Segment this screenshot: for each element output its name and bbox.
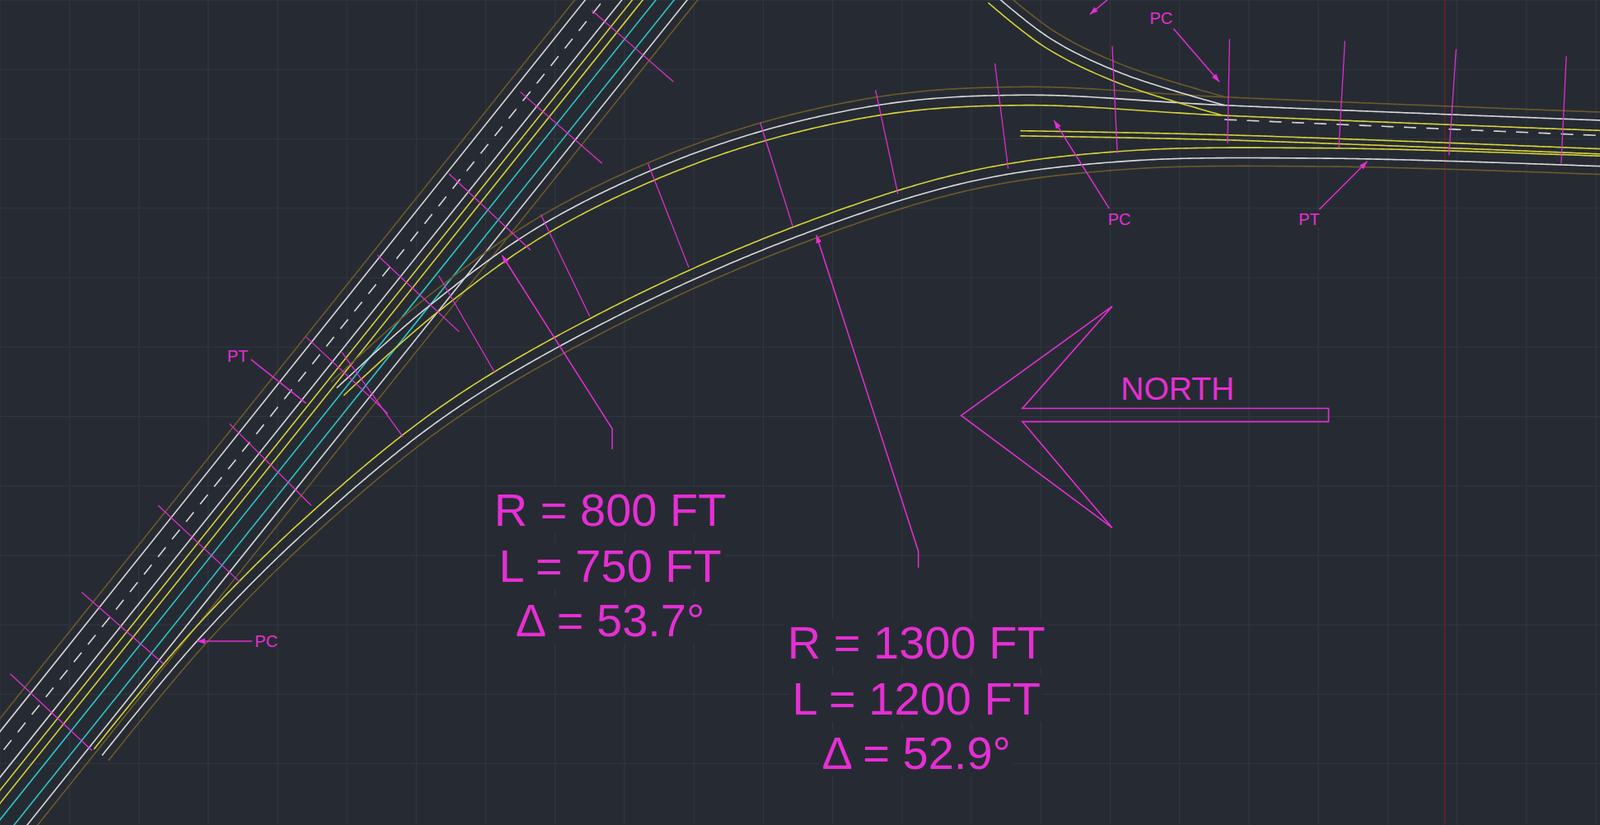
grid-line bbox=[1456, 0, 1458, 825]
station-tick bbox=[1338, 41, 1345, 149]
grid-line bbox=[0, 416, 1600, 417]
grid-line bbox=[0, 277, 1600, 279]
lane-line bbox=[1000, 0, 1227, 98]
station-tick bbox=[81, 591, 164, 664]
curve-data: Δ = 53.7° bbox=[513, 597, 708, 644]
grid-line bbox=[623, 0, 625, 825]
grid-line bbox=[346, 0, 348, 825]
station-tick bbox=[1561, 56, 1567, 164]
leader-line bbox=[501, 255, 613, 450]
lane-line bbox=[0, 0, 871, 825]
station-tick bbox=[229, 423, 312, 506]
station-tick bbox=[306, 336, 389, 414]
lane-line bbox=[0, 0, 854, 825]
station-tick bbox=[760, 122, 794, 227]
lane-line bbox=[336, 94, 1600, 389]
grid-line bbox=[1248, 0, 1250, 825]
curve-point-label: PC bbox=[1105, 210, 1134, 228]
station-tick bbox=[1227, 38, 1230, 143]
grid-line bbox=[0, 0, 1, 825]
lane-line bbox=[0, 0, 922, 825]
grid-line bbox=[276, 0, 278, 825]
curve-data: R = 1300 FT bbox=[785, 619, 1048, 666]
curve-point-label: PT bbox=[224, 347, 252, 365]
grid-line bbox=[762, 0, 764, 825]
lane-line bbox=[1020, 130, 1600, 150]
grid-line bbox=[1178, 0, 1180, 825]
curve-data: R = 800 FT bbox=[491, 486, 730, 534]
lane-line bbox=[0, 0, 895, 825]
grid-line bbox=[0, 554, 1600, 556]
station-tick bbox=[647, 163, 689, 267]
lane-line bbox=[331, 86, 1600, 382]
curve-point-label: PC bbox=[252, 632, 281, 650]
grid-line bbox=[0, 69, 1600, 71]
leader-line bbox=[1090, 0, 1108, 15]
lane-line bbox=[343, 105, 1600, 396]
lane-line bbox=[1224, 119, 1600, 136]
station-tick bbox=[520, 92, 603, 164]
grid-line bbox=[554, 0, 556, 825]
curve-data: L = 1200 FT bbox=[789, 675, 1043, 722]
curve-point-label: PC bbox=[1147, 9, 1176, 27]
grid-line bbox=[69, 0, 71, 825]
grid-line bbox=[0, 485, 1600, 487]
station-tick bbox=[439, 276, 496, 374]
station-tick bbox=[540, 214, 590, 317]
station-tick bbox=[377, 255, 459, 333]
grid-line bbox=[1525, 0, 1527, 825]
lane-line bbox=[93, 147, 1600, 749]
leader-line bbox=[1173, 28, 1220, 82]
grid-line bbox=[0, 0, 1600, 1]
curve-data: Δ = 52.9° bbox=[818, 729, 1014, 777]
lane-line bbox=[995, 0, 1226, 106]
grid-line bbox=[1595, 0, 1597, 825]
grid-line bbox=[207, 0, 209, 825]
grid-line bbox=[1109, 0, 1111, 825]
leader-line bbox=[251, 359, 307, 403]
grid-line bbox=[693, 0, 695, 825]
lane-line bbox=[108, 165, 1600, 760]
leader-line bbox=[816, 234, 919, 568]
lane-line bbox=[102, 158, 1600, 756]
grid-line bbox=[416, 0, 417, 825]
station-tick bbox=[1449, 49, 1457, 156]
curve-point-label: PT bbox=[1295, 210, 1323, 228]
station-tick bbox=[341, 351, 403, 437]
leader-line bbox=[1053, 120, 1109, 209]
grid-line bbox=[138, 0, 140, 825]
lane-line bbox=[0, 0, 861, 825]
north-label: NORTH bbox=[1118, 371, 1237, 404]
station-tick bbox=[1112, 46, 1118, 154]
lane-line bbox=[987, 2, 1222, 115]
north-arrow bbox=[961, 306, 1329, 529]
leader-line bbox=[196, 640, 253, 641]
grid-line bbox=[1387, 0, 1389, 825]
station-tick bbox=[449, 173, 531, 251]
station-tick bbox=[995, 63, 1009, 169]
station-tick bbox=[875, 89, 899, 194]
station-tick bbox=[591, 10, 674, 83]
grid-line bbox=[0, 207, 1600, 209]
leader-line bbox=[1319, 161, 1367, 210]
grid-line bbox=[0, 762, 1600, 764]
station-tick bbox=[9, 673, 92, 751]
station-tick bbox=[158, 505, 240, 582]
lane-line bbox=[1019, 135, 1600, 155]
curve-data: L = 750 FT bbox=[495, 542, 724, 590]
